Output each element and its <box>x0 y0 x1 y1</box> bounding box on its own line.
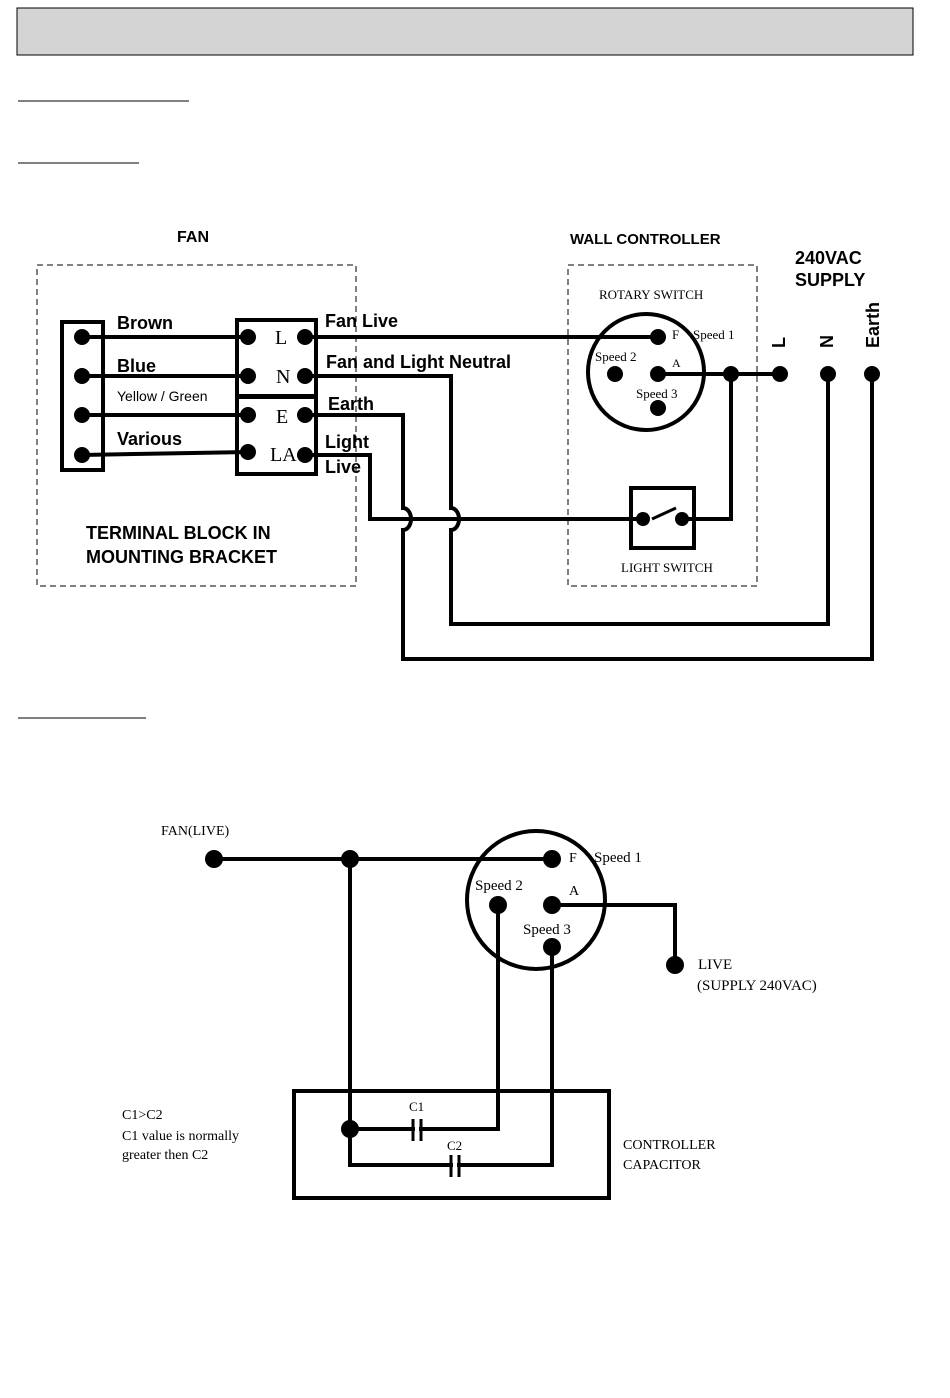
fan-wiring-diagram: FAN WALL CONTROLLER 240VAC SUPPLY Brown … <box>36 229 883 661</box>
light-switch-box <box>629 486 696 550</box>
terminal-l-label: L <box>275 327 287 349</box>
header-bar <box>16 7 914 56</box>
fan-pin-2 <box>74 368 90 384</box>
supply-n-label: N <box>817 335 837 348</box>
supply-live-wire-2 <box>550 903 677 967</box>
various-label: Various <box>117 429 182 449</box>
terminal-block-caption-line2: MOUNTING BRACKET <box>86 547 277 567</box>
supply-to-light-switch-wire <box>680 372 733 521</box>
controller-capacitor-label-line2: CAPACITOR <box>623 1158 701 1173</box>
various-wire <box>79 449 251 458</box>
rotary-speed2-label-2: Speed 2 <box>475 878 523 894</box>
terminal-la-label: LA <box>270 444 297 466</box>
wall-controller-dashed-enclosure <box>567 264 758 587</box>
fan-pin-3 <box>74 407 90 423</box>
capacitor-note-line2: C1 value is normally <box>122 1129 239 1144</box>
blue-label: Blue <box>117 356 156 376</box>
rotary-pin-f-2 <box>543 850 561 868</box>
rotary-pin-f <box>650 329 666 345</box>
light-label: Light <box>325 432 369 452</box>
light-switch-pin-2 <box>675 512 689 526</box>
supply-live-terminal <box>666 956 684 974</box>
rotary-pin-speed2 <box>607 366 623 382</box>
live-label: Live <box>325 457 361 477</box>
rotary-f-label-2: F <box>569 851 577 866</box>
supply-earth-label: Earth <box>863 302 883 348</box>
light-switch-lever <box>651 506 677 521</box>
light-live-wire <box>303 453 645 521</box>
supply-n-pin <box>820 366 836 382</box>
rotary-speed1-label-2: Speed 1 <box>594 850 642 866</box>
terminal-n-label: N <box>276 366 290 388</box>
earth-label: Earth <box>328 394 374 414</box>
rotary-speed1-label: Speed 1 <box>693 327 735 342</box>
rotary-speed3-label-2: Speed 3 <box>523 922 571 938</box>
fan-light-neutral-label: Fan and Light Neutral <box>326 352 511 372</box>
earth-wire <box>303 372 874 661</box>
supply-l-pin <box>772 366 788 382</box>
supply-earth-pin <box>864 366 880 382</box>
controller-capacitor-label-line1: CONTROLLER <box>623 1138 716 1153</box>
fan-pin-1 <box>74 329 90 345</box>
rotary-a-label: A <box>672 356 681 370</box>
fan-internal-terminal-block <box>60 320 105 472</box>
supply-label-line1: 240VAC <box>795 248 862 268</box>
terminal-e-in <box>240 407 256 423</box>
neutral-wire <box>303 372 830 626</box>
rotary-speed2-label: Speed 2 <box>595 349 637 364</box>
fan-live-label: Fan Live <box>325 311 398 331</box>
brown-label: Brown <box>117 313 173 333</box>
terminal-block-ela <box>235 395 318 476</box>
capacitor-note-line1: C1>C2 <box>122 1108 163 1123</box>
fan-live-label-2: FAN(LIVE) <box>161 824 230 839</box>
wall-controller-title: WALL CONTROLLER <box>570 231 721 248</box>
terminal-block-caption-line1: TERMINAL BLOCK IN <box>86 523 271 543</box>
supply-l-label: L <box>769 337 789 348</box>
terminal-la-in <box>240 444 256 460</box>
capacitor-wiring-diagram: FAN(LIVE) F Speed 1 Speed 2 A Speed 3 LI… <box>122 824 817 1200</box>
controller-capacitor-box <box>292 1089 611 1200</box>
c1-label: C1 <box>409 1099 424 1114</box>
light-switch-label: LIGHT SWITCH <box>621 560 713 575</box>
rotary-a-label-2: A <box>569 884 580 899</box>
rotary-switch-circle-2 <box>465 829 607 971</box>
supply-label-2: (SUPPLY 240VAC) <box>697 978 817 994</box>
c2-label: C2 <box>447 1138 462 1153</box>
rotary-switch-label: ROTARY SWITCH <box>599 287 703 302</box>
fan-pin-4 <box>74 447 90 463</box>
rotary-speed3-label: Speed 3 <box>636 386 678 401</box>
live-label-2: LIVE <box>698 957 732 973</box>
terminal-e-label: E <box>276 406 288 428</box>
terminal-n-in <box>240 368 256 384</box>
rotary-pin-speed3 <box>650 400 666 416</box>
yellow-green-label: Yellow / Green <box>117 388 208 404</box>
fan-title: FAN <box>177 229 209 246</box>
rotary-f-label: F <box>672 327 679 342</box>
light-switch-pin-1 <box>636 512 650 526</box>
fan-live-terminal <box>205 850 223 868</box>
supply-label-line2: SUPPLY <box>795 270 865 290</box>
terminal-l-in <box>240 329 256 345</box>
capacitor-note-line3: greater then C2 <box>122 1148 208 1163</box>
